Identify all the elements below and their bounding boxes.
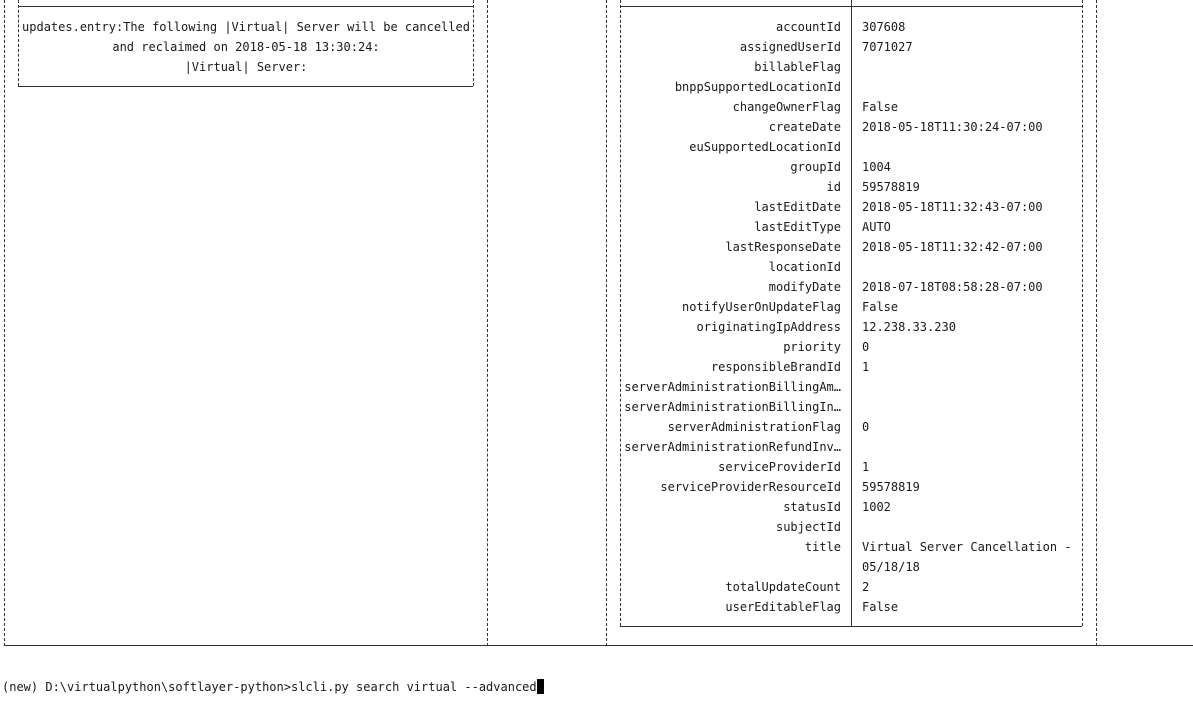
property-key: serverAdministrationBillingAm…: [624, 380, 841, 394]
property-value: False: [862, 600, 899, 614]
entry-box-top: [18, 6, 473, 7]
property-value: 2018-07-18T08:58:28-07:00: [862, 280, 1043, 294]
props-box-left: [620, 0, 621, 626]
column-divider-1: [487, 0, 488, 646]
property-value: 307608: [862, 20, 906, 34]
property-key: userEditableFlag: [725, 600, 841, 614]
props-box-right: [1082, 0, 1083, 626]
property-key: accountId: [775, 20, 841, 34]
column-divider-2: [606, 0, 607, 646]
property-value: 0: [862, 420, 870, 434]
entry-box-bottom: [18, 86, 473, 87]
property-value: 1: [862, 460, 870, 474]
entry-box-left: [18, 0, 19, 86]
property-key: statusId: [783, 500, 841, 514]
property-key: id: [826, 180, 841, 194]
property-key: billableFlag: [754, 60, 841, 74]
property-key: groupId: [790, 160, 841, 174]
property-key: notifyUserOnUpdateFlag: [682, 300, 841, 314]
property-value: 05/18/18: [862, 560, 920, 574]
property-value: 59578819: [862, 480, 920, 494]
property-value: 2: [862, 580, 870, 594]
property-key: changeOwnerFlag: [732, 100, 841, 114]
command-prompt[interactable]: (new) D:\virtualpython\softlayer-python>…: [2, 677, 544, 697]
property-value: 2018-05-18T11:32:42-07:00: [862, 240, 1043, 254]
property-key: originatingIpAddress: [696, 320, 842, 334]
property-value: AUTO: [862, 220, 891, 234]
property-value: Virtual Server Cancellation -: [862, 540, 1072, 554]
prompt-path: (new) D:\virtualpython\softlayer-python>: [2, 680, 291, 694]
property-key: serverAdministrationRefundInv…: [624, 440, 841, 454]
property-key: locationId: [768, 260, 841, 274]
property-key: serviceProviderResourceId: [660, 480, 841, 494]
property-key: bnppSupportedLocationId: [674, 80, 841, 94]
props-column-separator: [851, 0, 852, 626]
property-key: lastEditDate: [754, 200, 841, 214]
property-key: lastEditType: [754, 220, 841, 234]
property-value: 2018-05-18T11:30:24-07:00: [862, 120, 1043, 134]
property-value: False: [862, 300, 899, 314]
property-value: 59578819: [862, 180, 920, 194]
entry-message-line-2: and reclaimed on 2018-05-18 13:30:24:: [112, 40, 380, 54]
property-value: 1004: [862, 160, 891, 174]
property-value: False: [862, 100, 899, 114]
property-key: priority: [783, 340, 841, 354]
property-key: euSupportedLocationId: [689, 140, 841, 154]
property-key: title: [804, 540, 841, 554]
entry-box-right: [473, 0, 474, 86]
property-key: subjectId: [775, 520, 841, 534]
property-value: 2018-05-18T11:32:43-07:00: [862, 200, 1043, 214]
text-cursor: [536, 679, 544, 694]
table-bottom-border: [4, 645, 1193, 646]
command-text[interactable]: slcli.py search virtual --advanced: [290, 680, 537, 694]
property-key: modifyDate: [768, 280, 841, 294]
props-box-top: [620, 6, 1082, 7]
property-value: 1: [862, 360, 870, 374]
property-key: totalUpdateCount: [725, 580, 841, 594]
property-key: serverAdministrationFlag: [667, 420, 841, 434]
property-key: createDate: [768, 120, 841, 134]
property-value: 1002: [862, 500, 891, 514]
property-value: 12.238.33.230: [862, 320, 956, 334]
property-key: assignedUserId: [739, 40, 841, 54]
property-key: responsibleBrandId: [710, 360, 841, 374]
property-value: 7071027: [862, 40, 913, 54]
outer-border-left: [4, 0, 5, 646]
property-key: serviceProviderId: [718, 460, 841, 474]
column-divider-3: [1096, 0, 1097, 646]
property-value: 0: [862, 340, 870, 354]
entry-message-line-3: |Virtual| Server:: [184, 60, 308, 74]
property-key: serverAdministrationBillingIn…: [624, 400, 841, 414]
property-key: lastResponseDate: [725, 240, 841, 254]
entry-message-line-1: updates.entry:The following |Virtual| Se…: [22, 20, 470, 34]
props-box-bottom: [620, 626, 1082, 627]
